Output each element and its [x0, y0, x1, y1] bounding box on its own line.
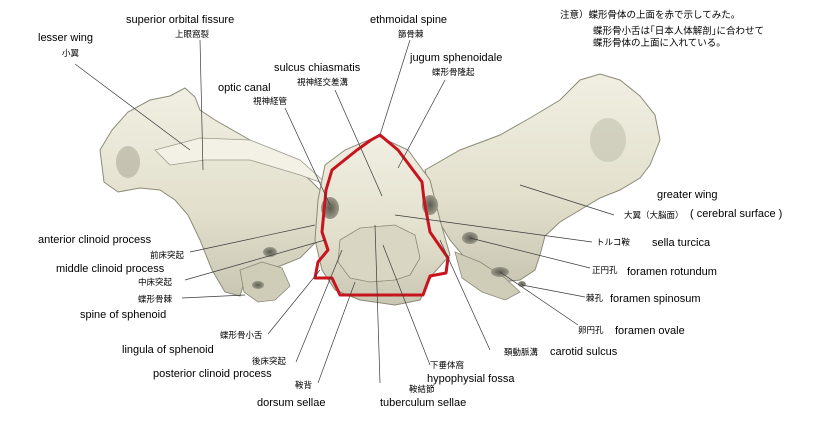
label-ethmoidal-spine: ethmoidal spine: [370, 14, 447, 26]
label-foramen-ovale: foramen ovale: [615, 325, 685, 337]
label-optic-canal-jp: 視神経管: [253, 96, 287, 107]
label-optic-canal: optic canal: [218, 82, 271, 94]
right-wing-shadow: [590, 118, 626, 162]
label-greater-wing-jp: 大翼（大脳面）: [624, 210, 684, 221]
label-foramen-rotundum-jp: 正円孔: [592, 266, 618, 276]
label-jugum-sphenoidale: jugum sphenoidale: [409, 52, 502, 64]
leader-superior-orbital-fissure: [199, 39, 204, 171]
label-carotid-sulcus-jp: 頚動脈溝: [504, 347, 539, 358]
label-hypophysial-fossa-jp: 下垂体窩: [430, 360, 464, 371]
leader-tuberculum-sellae: [374, 224, 381, 384]
leader-sella-turcica: [394, 214, 593, 243]
labels: superior orbital fissure 上眼窩裂 lesser win…: [38, 14, 782, 409]
label-carotid-sulcus: carotid sulcus: [550, 346, 618, 358]
note-line-3: 蝶形骨体の上面に入れている。: [593, 37, 726, 49]
label-jugum-sphenoidale-jp: 蝶形骨隆起: [432, 67, 475, 78]
label-foramen-rotundum: foramen rotundum: [627, 266, 717, 278]
leader-carotid-sulcus: [439, 239, 491, 351]
label-greater-wing: greater wing: [657, 189, 718, 201]
leader-jugum-sphenoidale: [397, 79, 446, 169]
leader-sulcus-chiasmatis: [334, 89, 383, 197]
leader-lesser-wing: [74, 63, 191, 151]
leader-foramen-rotundum: [469, 237, 591, 269]
leader-hypophysial-fossa: [382, 244, 431, 366]
label-lingula-of-sphenoid: lingula of sphenoid: [122, 344, 214, 356]
label-anterior-clinoid-process-jp: 前床突起: [150, 250, 185, 261]
label-superior-orbital-fissure-jp: 上眼窩裂: [175, 29, 210, 40]
leader-anterior-clinoid-process: [189, 224, 316, 253]
label-hypophysial-fossa: hypophysial fossa: [427, 373, 515, 385]
leader-foramen-spinosum: [521, 284, 586, 298]
left-foramen-ovale-hole: [252, 281, 264, 289]
dorsum-shape: [337, 224, 421, 283]
label-tuberculum-sellae: tuberculum sellae: [380, 397, 466, 409]
left-pterygoid-shape: [239, 261, 291, 303]
label-dorsum-sellae: dorsum sellae: [257, 397, 325, 409]
leader-spine-of-sphenoid: [181, 294, 246, 299]
note-block: 注意）蝶形骨体の上面を赤で示してみた。 蝶形骨小舌は｢日本人体解剖｣に合わせて …: [560, 9, 764, 49]
leader-lines: [74, 39, 615, 384]
body-upper-surface-outline: [313, 133, 450, 297]
label-sella-turcica-jp: トルコ鞍: [596, 237, 630, 248]
label-middle-clinoid-process: middle clinoid process: [56, 263, 165, 275]
label-foramen-spinosum-jp: 棘孔: [586, 294, 604, 304]
left-wing-shape: [99, 87, 331, 297]
label-lingula-of-sphenoid-jp: 蝶形骨小舌: [220, 330, 263, 341]
right-pterygoid-shape: [454, 251, 521, 301]
leader-middle-clinoid-process: [184, 239, 326, 281]
label-foramen-ovale-jp: 卵円孔: [578, 325, 604, 336]
right-wing-shape: [424, 73, 661, 283]
label-middle-clinoid-process-jp: 中床突起: [138, 277, 173, 288]
label-superior-orbital-fissure: superior orbital fissure: [126, 14, 234, 26]
label-lesser-wing-jp: 小翼: [62, 48, 80, 59]
leader-greater-wing: [519, 184, 615, 216]
left-lesser-wing-shape: [154, 137, 329, 186]
right-foramen-spinosum-hole: [518, 281, 526, 287]
label-anterior-clinoid-process: anterior clinoid process: [38, 234, 152, 246]
label-spine-of-sphenoid-jp: 蝶形骨棘: [138, 294, 173, 305]
label-sulcus-chiasmatis-jp: 視神経交差溝: [297, 77, 349, 88]
note-line-2: 蝶形骨小舌は｢日本人体解剖｣に合わせて: [593, 25, 764, 37]
label-posterior-clinoid-process: posterior clinoid process: [153, 368, 272, 380]
label-greater-wing-extra: ( cerebral surface ): [690, 208, 782, 220]
label-tuberculum-sellae-jp: 鞍結節: [409, 384, 435, 395]
leader-foramen-ovale: [499, 271, 579, 326]
label-lesser-wing: lesser wing: [38, 32, 93, 44]
leader-ethmoidal-spine: [379, 39, 411, 136]
leader-posterior-clinoid-process: [295, 249, 343, 363]
leader-lingula-of-sphenoid: [267, 269, 321, 335]
label-sella-turcica: sella turcica: [652, 237, 711, 249]
leader-dorsum-sellae: [317, 281, 356, 384]
label-spine-of-sphenoid: spine of sphenoid: [80, 309, 166, 321]
label-dorsum-sellae-jp: 鞍背: [295, 380, 313, 391]
label-sulcus-chiasmatis: sulcus chiasmatis: [274, 62, 361, 74]
label-foramen-spinosum: foramen spinosum: [610, 293, 701, 305]
note-line-1: 注意）蝶形骨体の上面を赤で示してみた。: [560, 9, 740, 21]
sphenoid-bone-illustration: [99, 73, 661, 306]
leader-optic-canal: [284, 107, 331, 206]
label-ethmoidal-spine-jp: 篩骨棘: [398, 29, 424, 40]
label-posterior-clinoid-process-jp: 後床突起: [252, 356, 287, 367]
left-orbital-shadow: [116, 146, 140, 178]
